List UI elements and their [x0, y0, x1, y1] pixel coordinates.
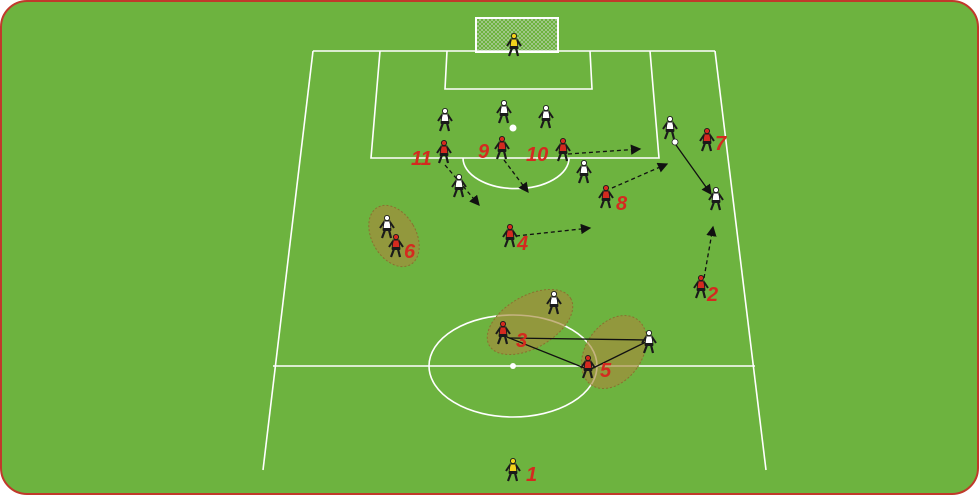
number-8: 8: [616, 193, 628, 215]
number-3: 3: [516, 330, 527, 352]
ball-icon: [672, 139, 678, 145]
penalty-spot: [510, 125, 517, 132]
number-10: 10: [526, 144, 548, 166]
number-7: 7: [715, 133, 727, 155]
number-5: 5: [600, 360, 612, 382]
center-spot: [510, 363, 516, 369]
number-1: 1: [526, 464, 537, 486]
number-9: 9: [478, 141, 490, 163]
number-4: 4: [516, 233, 528, 255]
number-11: 11: [411, 148, 432, 170]
number-2: 2: [706, 284, 718, 306]
number-6: 6: [404, 241, 416, 263]
